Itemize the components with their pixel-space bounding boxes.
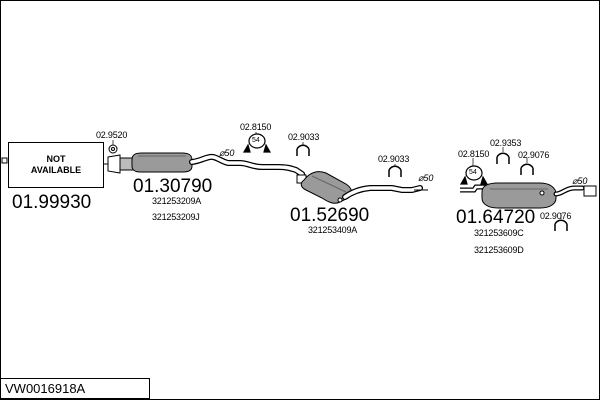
clamp-icon: [459, 165, 489, 185]
fitting-number: 02.9033: [378, 154, 410, 164]
not-available-box: NOT AVAILABLE: [8, 142, 104, 188]
not-available-line2: AVAILABLE: [30, 165, 82, 175]
clamp-icon: [242, 133, 272, 153]
front-silencer-drawing: [107, 152, 307, 183]
fitting-number: 02.8150: [458, 149, 490, 159]
fitting-number: 02.9520: [96, 130, 128, 140]
pipe-diameter-label: ⌀50: [572, 176, 588, 186]
diagram-code-box: VW0016918A: [0, 378, 150, 399]
part-number-front: 01.99930: [12, 192, 92, 213]
clamp-mark: 54: [252, 137, 260, 144]
fitting-number: 02.9353: [490, 138, 522, 148]
oe-reference: 321253409A: [308, 225, 358, 235]
part-number-front-silencer: 01.30790: [133, 176, 213, 197]
fitting-number: 02.9076: [540, 211, 572, 221]
part-number-middle-silencer: 01.52690: [290, 205, 370, 226]
leader-lines: [112, 132, 562, 219]
bracket-icon: [496, 152, 510, 164]
fitting-number: 02.8150: [240, 122, 272, 132]
pipe-diameter-label: ⌀50: [219, 148, 235, 158]
not-available-line1: NOT: [46, 154, 66, 164]
bracket-icon: [296, 144, 310, 156]
oe-reference: 321253209A: [152, 196, 202, 206]
gasket-icon: [108, 144, 118, 154]
bracket-icon: [388, 165, 402, 177]
diagram-code: VW0016918A: [5, 381, 86, 396]
fitting-number: 02.9076: [518, 150, 550, 160]
pipe-diameter-label: ⌀50: [418, 173, 434, 183]
oe-reference: 321253209J: [152, 212, 200, 222]
oe-reference: 321253609C: [474, 228, 524, 238]
middle-silencer-drawing: [300, 171, 423, 204]
rear-silencer-drawing: [460, 182, 597, 209]
fitting-number: 02.9033: [288, 132, 320, 142]
part-number-rear-silencer: 01.64720: [456, 207, 536, 228]
bracket-icon: [554, 219, 568, 231]
bracket-icon: [520, 163, 534, 175]
clamp-mark: 54: [469, 169, 477, 176]
oe-reference: 321253609D: [474, 245, 524, 255]
